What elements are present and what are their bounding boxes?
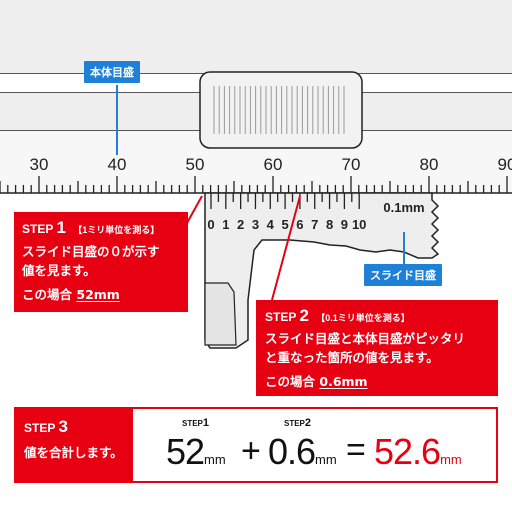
equals-sign: = [346, 431, 366, 469]
slider-body [204, 192, 440, 349]
main-tick-label: 60 [264, 155, 283, 174]
step3-box: STEP 3 値を合計します。 [16, 409, 133, 481]
step1-example-value: 52mm [76, 287, 120, 302]
main-tick-label: 50 [186, 155, 205, 174]
step2-subtitle: 【0.1ミリ単位を測る】 [316, 313, 410, 323]
result-unit: mm [440, 452, 462, 467]
step1-number: 1 [56, 218, 66, 237]
vernier-tick-label: 8 [326, 217, 333, 232]
main-tick-label: 80 [420, 155, 439, 174]
step1-label: STEP [22, 222, 54, 236]
thumb-wheel-ridges [213, 86, 345, 134]
term1-value: 52 [166, 431, 205, 472]
step2-box: STEP 2 【0.1ミリ単位を測る】 スライド目盛と本体目盛がピッタリ と重な… [256, 300, 498, 396]
vernier-tick-label: 10 [352, 217, 366, 232]
main-tick-label: 30 [30, 155, 49, 174]
vernier-tick-label: 2 [237, 217, 244, 232]
term1-label-text: STEP [182, 419, 203, 428]
vernier-tick-label: 5 [281, 217, 288, 232]
step3-panel: STEP 3 値を合計します。 STEP1 52mm + STEP2 0.6mm… [14, 407, 498, 483]
plus-sign: + [241, 432, 261, 470]
step1-line1: スライド目盛の０が示す [22, 244, 160, 259]
main-scale-numbers: 30 40 50 60 70 80 90 [30, 155, 512, 174]
vernier-tick-label: 7 [311, 217, 318, 232]
vernier-tick-label: 3 [252, 217, 259, 232]
vernier-tick-label: 9 [341, 217, 348, 232]
vernier-tick-label: 0 [207, 217, 214, 232]
step1-heading: STEP 1 【1ミリ単位を測る】 [22, 218, 180, 238]
step3-line1: 値を合計します。 [24, 445, 123, 460]
step1-box: STEP 1 【1ミリ単位を測る】 スライド目盛の０が示す 値を見ます。 この場… [14, 212, 188, 312]
vernier-scale-ticks [210, 193, 360, 209]
step2-example: この場合 0.6mm [265, 371, 489, 390]
main-scale-ticks [0, 176, 508, 193]
step2-label: STEP [265, 310, 297, 324]
step3-label: STEP [24, 421, 56, 435]
term2-label: STEP2 [284, 417, 311, 429]
term1-unit: mm [204, 452, 226, 467]
step2-example-value: 0.6mm [319, 374, 368, 389]
step1-example: この場合 52mm [22, 284, 180, 303]
step1-subtitle: 【1ミリ単位を測る】 [73, 225, 160, 235]
step3-number: 3 [58, 417, 68, 436]
term2-step-number: 2 [304, 417, 312, 429]
step3-heading: STEP 3 [24, 417, 125, 437]
main-tick-label: 70 [342, 155, 361, 174]
step1-example-prefix: この場合 [22, 287, 73, 302]
result: 52.6mm [374, 431, 462, 473]
term1-label: STEP1 [182, 417, 209, 429]
slide-scale-tag: スライド目盛 [364, 264, 442, 286]
term1-step-number: 1 [202, 417, 210, 429]
vernier-tick-label: 1 [222, 217, 229, 232]
step2-heading: STEP 2 【0.1ミリ単位を測る】 [265, 306, 489, 326]
main-tick-label: 40 [108, 155, 127, 174]
vernier-unit-label: 0.1mm [383, 200, 424, 215]
term2-label-text: STEP [284, 419, 305, 428]
step2-line1: スライド目盛と本体目盛がピッタリ [265, 331, 466, 346]
term2-value: 0.6 [268, 431, 316, 472]
term2-unit: mm [315, 452, 337, 467]
step1-line2: 値を見ます。 [22, 263, 96, 278]
step2-example-prefix: この場合 [265, 374, 316, 389]
beam-top [0, 0, 512, 74]
step2-number: 2 [299, 306, 309, 325]
result-value: 52.6 [374, 431, 441, 472]
step2-line2: と重なった箇所の値を見ます。 [265, 350, 439, 365]
lower-jaw [204, 282, 237, 346]
main-scale-tag: 本体目盛 [84, 61, 140, 83]
vernier-tick-label: 4 [267, 217, 275, 232]
step2-pointer [271, 195, 301, 301]
main-tick-label: 90 [498, 155, 512, 174]
vernier-tick-label: 6 [296, 217, 303, 232]
